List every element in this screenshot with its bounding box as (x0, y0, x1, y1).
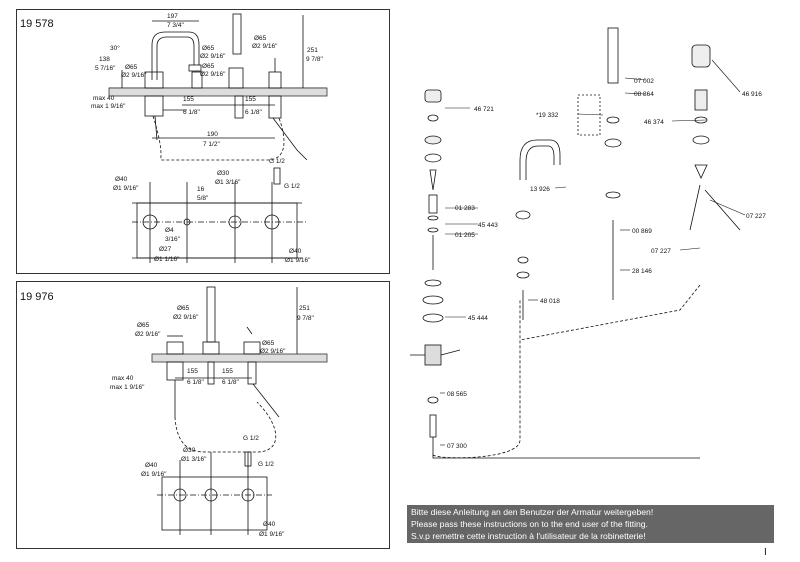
dim-d65-b: Ø65 (202, 45, 215, 52)
technical-drawing-panel-19578: 19 578 (16, 9, 390, 274)
dim-155-a-in: 6 1/8" (183, 109, 200, 116)
dim-197: 197 (167, 13, 178, 20)
notice-french: S.v.p remettre cette instruction à l'uti… (411, 531, 646, 541)
dim-g12-a: G 1/2 (243, 435, 259, 442)
part-46374: 46 374 (644, 119, 664, 126)
dim-max40-in: max 1 9/16" (110, 384, 145, 391)
dim-d65-c: Ø65 (262, 340, 275, 347)
dim-d40-b-in: Ø1 9/16" (259, 531, 285, 538)
part-19332: *19 332 (536, 112, 559, 119)
drawing-19578: 197 7 3/4" 30° 138 5 7/16" Ø65 Ø2 9/16" … (91, 13, 328, 264)
page-number: I (764, 547, 767, 558)
dim-d40-a-in: Ø1 9/16" (113, 185, 139, 192)
dim-16-in: 5/8" (197, 195, 209, 202)
notice-english: Please pass these instructions on to the… (411, 519, 648, 529)
dim-138: 138 (99, 56, 110, 63)
dim-251-in: 9 7/8" (306, 56, 323, 63)
part-07300: 07 300 (447, 443, 467, 450)
dim-d27-in: Ø1 1/16" (154, 256, 180, 263)
dim-d65-a-in: Ø2 9/16" (173, 314, 199, 321)
dim-d30: Ø30 (217, 170, 230, 177)
dim-g12-plan: G 1/2 (284, 183, 300, 190)
dim-d4: Ø4 (165, 227, 174, 234)
dim-d65-a: Ø65 (125, 64, 138, 71)
part-07227-b: 07 227 (651, 248, 671, 255)
part-07002: 07 002 (634, 78, 654, 85)
dim-251: 251 (307, 47, 318, 54)
dim-d65-a: Ø65 (177, 305, 190, 312)
dim-d30-in: Ø1 3/16" (215, 179, 241, 186)
part-45443: 45 443 (478, 222, 498, 229)
dim-190: 190 (207, 131, 218, 138)
dim-d30-in: Ø1 3/16" (181, 456, 207, 463)
dim-d65-c: Ø65 (202, 63, 215, 70)
dim-251-in: 9 7/8" (297, 315, 314, 322)
notice-german: Bitte diese Anleitung an den Benutzer de… (411, 507, 654, 517)
dim-g12-top: G 1/2 (269, 158, 285, 165)
dim-d65-a-in: Ø2 9/16" (121, 72, 147, 79)
part-13926: 13 926 (530, 186, 550, 193)
dim-max40: max 40 (112, 375, 134, 382)
technical-drawing-panel-19976: 19 976 (16, 281, 390, 549)
dim-d4-in: 3/16" (165, 236, 181, 243)
part-46721: 46 721 (474, 106, 494, 113)
part-48018: 48 018 (540, 298, 560, 305)
model-number: 19 578 (20, 18, 54, 30)
dim-155-a-in: 6 1/8" (187, 379, 204, 386)
part-01283: 01 283 (455, 205, 475, 212)
dim-d65-c-in: Ø2 9/16" (260, 348, 286, 355)
dim-d40-a: Ø40 (145, 462, 158, 469)
dim-d65-d: Ø65 (254, 35, 267, 42)
dim-max40: max 40 (93, 95, 115, 102)
dim-max40-in: max 1 9/16" (91, 103, 126, 110)
drawing-19976: Ø65 Ø2 9/16" Ø65 Ø2 9/16" 251 9 7/8" Ø65… (110, 286, 328, 538)
dim-155-b: 155 (245, 96, 256, 103)
part-45444: 45 444 (468, 315, 488, 322)
part-00869: 00 869 (632, 228, 652, 235)
part-08864: 08 864 (634, 91, 654, 98)
dim-d65-b: Ø65 (137, 322, 150, 329)
part-28146: 28 146 (632, 268, 652, 275)
dim-d27: Ø27 (159, 246, 172, 253)
dim-251: 251 (299, 305, 310, 312)
part-46916: 46 916 (742, 91, 762, 98)
dim-d40-a: Ø40 (115, 176, 128, 183)
end-user-notice-banner: Bitte diese Anleitung an den Benutzer de… (407, 505, 774, 543)
dim-d65-b-in: Ø2 9/16" (200, 53, 226, 60)
dim-d40-a-in: Ø1 9/16" (141, 471, 167, 478)
dim-16: 16 (197, 186, 205, 193)
dim-155-b-in: 6 1/8" (222, 379, 239, 386)
dim-155-a: 155 (183, 96, 194, 103)
dim-d65-c-in: Ø2 9/16" (200, 71, 226, 78)
dim-155-b: 155 (222, 368, 233, 375)
dim-197-in: 7 3/4" (167, 22, 184, 29)
dim-d65-d-in: Ø2 9/16" (252, 43, 278, 50)
dim-190-in: 7 1/2" (203, 141, 220, 148)
part-01205: 01 205 (455, 232, 475, 239)
dim-g12-b: G 1/2 (258, 461, 274, 468)
dim-d40-b: Ø40 (289, 248, 302, 255)
dim-d30: Ø30 (183, 447, 196, 454)
dim-d40-b-in: Ø1 9/16" (285, 257, 311, 264)
dim-138-in: 5 7/16" (95, 65, 116, 72)
dim-155-b-in: 6 1/8" (245, 109, 262, 116)
dim-angle: 30° (110, 44, 120, 52)
part-08565: 08 565 (447, 391, 467, 398)
part-07227-a: 07 227 (746, 213, 766, 220)
dim-d40-b: Ø40 (263, 521, 276, 528)
model-number: 19 976 (20, 291, 54, 303)
dim-155-a: 155 (187, 368, 198, 375)
dim-d65-b-in: Ø2 9/16" (135, 331, 161, 338)
